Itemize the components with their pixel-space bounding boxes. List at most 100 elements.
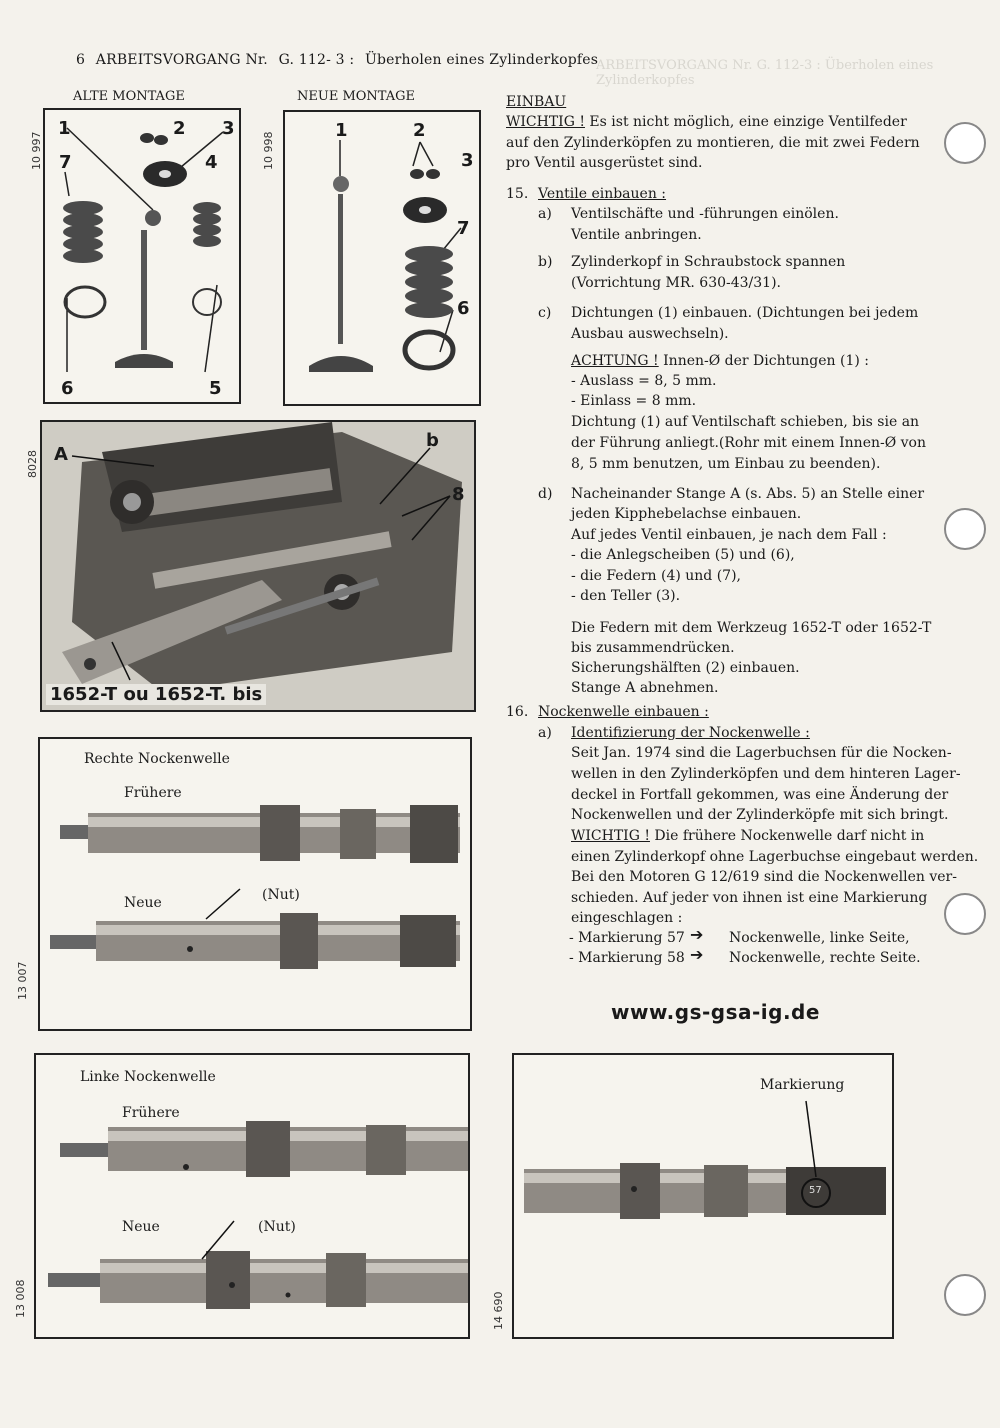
achtung-text: - Auslass = 8, 5 mm. bbox=[571, 373, 717, 389]
old-label: Frühere bbox=[122, 1105, 180, 1121]
camshaft-old bbox=[60, 1121, 468, 1177]
einbau-heading: EINBAU bbox=[506, 94, 567, 110]
figure-number: 13 008 bbox=[14, 1279, 27, 1319]
step-d-text: jeden Kipphebelachse einbauen. bbox=[571, 506, 802, 522]
punch-hole bbox=[944, 1274, 986, 1316]
step-d-text: - die Anlegscheiben (5) und (6), bbox=[571, 547, 795, 563]
step-d-text: Auf jedes Ventil einbauen, je nach dem F… bbox=[571, 527, 887, 543]
step-c-text: 8, 5 mm benutzen, um Einbau zu beenden). bbox=[571, 456, 881, 472]
camshaft-text: wellen in den Zylinderköpfen und dem hin… bbox=[571, 766, 961, 782]
step-b-text: (Vorrichtung MR. 630-43/31). bbox=[571, 275, 781, 291]
camshaft-text: Bei den Motoren G 12/619 sind die Nocken… bbox=[571, 869, 957, 885]
neue-montage-caption: NEUE MONTAGE bbox=[297, 89, 416, 104]
callout-2: 2 bbox=[173, 118, 186, 139]
marked-camshaft-illustration bbox=[524, 1100, 886, 1219]
wichtig-text: auf den Zylinderköpfen zu montieren, die… bbox=[506, 135, 920, 151]
groove-label: (Nut) bbox=[258, 1219, 296, 1235]
callout-7: 7 bbox=[59, 152, 72, 173]
step-16-title: Nockenwelle einbauen : bbox=[538, 704, 709, 720]
step-d-text: - die Federn (4) und (7), bbox=[571, 568, 742, 584]
marking-photo: Markierung 57 bbox=[512, 1053, 894, 1339]
right-camshaft-photo: Rechte Nockenwelle Frühere Neue (Nut) bbox=[38, 737, 472, 1031]
page-number: 6 bbox=[76, 52, 86, 68]
wichtig-note-line: WICHTIG ! Es ist nicht möglich, eine ein… bbox=[506, 112, 907, 133]
callout-a: A bbox=[54, 444, 68, 465]
achtung-line: ACHTUNG ! Innen-Ø der Dichtungen (1) : bbox=[571, 351, 869, 372]
figure-number: 10 998 bbox=[262, 131, 275, 171]
wichtig-text: Es ist nicht möglich, eine einzige Venti… bbox=[589, 114, 907, 130]
wichtig-line: WICHTIG ! Die frühere Nockenwelle darf n… bbox=[571, 826, 924, 847]
left-camshaft-title: Linke Nockenwelle bbox=[80, 1069, 216, 1085]
camshaft-text: schieden. Auf jeder von ihnen ist eine M… bbox=[571, 890, 928, 906]
camshaft-new bbox=[48, 1251, 468, 1309]
alte-montage-figure: 1 2 3 7 4 6 5 bbox=[43, 108, 241, 404]
cylinder-head-photo: A b 8 1652-T ou 1652-T. bis bbox=[40, 420, 476, 712]
new-label: Neue bbox=[122, 1219, 160, 1235]
operation-code: G. 112- 3 : bbox=[278, 52, 355, 68]
callout-b: b bbox=[426, 430, 439, 451]
step-d-label: d) bbox=[538, 486, 553, 502]
camshaft-old bbox=[60, 805, 460, 863]
step-d-text: Stange A abnehmen. bbox=[571, 680, 719, 696]
step-b-text: Zylinderkopf in Schraubstock spannen bbox=[571, 254, 846, 270]
camshaft-text: eingeschlagen : bbox=[571, 910, 683, 926]
wichtig-text: pro Ventil ausgerüstet sind. bbox=[506, 155, 703, 171]
step-c-text: Ausbau auswechseln). bbox=[571, 326, 729, 342]
step-d-text: - den Teller (3). bbox=[571, 588, 681, 604]
left-camshaft-illustration bbox=[48, 1121, 468, 1309]
step-c-text: Dichtungen (1) einbauen. (Dichtungen bei… bbox=[571, 305, 919, 321]
step-d-text: Nacheinander Stange A (s. Abs. 5) an Ste… bbox=[571, 486, 925, 502]
callout-3: 3 bbox=[222, 118, 235, 139]
punch-hole bbox=[944, 893, 986, 935]
achtung-text: Innen-Ø der Dichtungen (1) : bbox=[663, 353, 869, 369]
wichtig-label: WICHTIG ! bbox=[571, 828, 650, 844]
right-camshaft-illustration bbox=[50, 805, 460, 969]
bleed-through-text: ARBEITSVORGANG Nr. G. 112-3 : Überholen … bbox=[596, 58, 934, 88]
camshaft-text: einen Zylinderkopf ohne Lagerbuchse eing… bbox=[571, 849, 979, 865]
website-url: www.gs-gsa-ig.de bbox=[611, 1000, 820, 1024]
callout-6: 6 bbox=[61, 378, 74, 399]
step-a-label: a) bbox=[538, 206, 552, 222]
step-16a-title: Identifizierung der Nockenwelle : bbox=[571, 725, 810, 741]
marking-58-meaning: Nockenwelle, rechte Seite. bbox=[729, 950, 921, 966]
alte-montage-caption: ALTE MONTAGE bbox=[73, 89, 185, 104]
callout-5: 5 bbox=[209, 378, 222, 399]
step-15-number: 15. bbox=[506, 186, 529, 202]
marking-stamp: 57 bbox=[809, 1185, 822, 1196]
figure-number: 14 690 bbox=[492, 1291, 505, 1331]
callout-1: 1 bbox=[58, 118, 71, 139]
valve-spring-diagram-old bbox=[63, 127, 224, 373]
page-header: 6 ARBEITSVORGANG Nr. G. 112- 3 : Überhol… bbox=[76, 52, 604, 68]
step-d-text: Die Federn mit dem Werkzeug 1652-T oder … bbox=[571, 620, 932, 636]
figure-number: 13 007 bbox=[16, 961, 29, 1001]
step-c-text: Dichtung (1) auf Ventilschaft schieben, … bbox=[571, 414, 920, 430]
callout-4: 4 bbox=[205, 152, 218, 173]
neue-montage-figure: 1 2 3 7 6 bbox=[283, 110, 481, 406]
marking-57-text: - Markierung 57 bbox=[569, 930, 685, 946]
camshaft-text: deckel in Fortfall gekommen, was eine Än… bbox=[571, 787, 949, 803]
camshaft-text: Nockenwellen und der Zylinderköpfe mit s… bbox=[571, 807, 949, 823]
camshaft-text: Seit Jan. 1974 sind die Lagerbuchsen für… bbox=[571, 745, 952, 761]
callout-3: 3 bbox=[461, 150, 474, 171]
wichtig-label: WICHTIG ! bbox=[506, 114, 585, 130]
arrow-right-icon: ➔ bbox=[690, 945, 704, 964]
step-d-text: bis zusammendrücken. bbox=[571, 640, 735, 656]
new-label: Neue bbox=[124, 895, 162, 911]
page-title: Überholen eines Zylinderkopfes bbox=[364, 52, 599, 68]
step-b-label: b) bbox=[538, 254, 553, 270]
callout-2: 2 bbox=[413, 120, 426, 141]
step-15-title: Ventile einbauen : bbox=[538, 186, 667, 202]
arrow-right-icon: ➔ bbox=[690, 925, 704, 944]
callout-8: 8 bbox=[452, 484, 465, 505]
figure-number: 8028 bbox=[26, 450, 39, 478]
marking-label: Markierung bbox=[760, 1077, 845, 1093]
callout-6: 6 bbox=[457, 298, 470, 319]
tool-label: 1652-T ou 1652-T. bis bbox=[46, 684, 267, 705]
operation-label: ARBEITSVORGANG Nr. bbox=[95, 52, 268, 68]
figure-number: 10 997 bbox=[30, 131, 43, 171]
right-camshaft-title: Rechte Nockenwelle bbox=[84, 751, 230, 767]
achtung-text: - Einlass = 8 mm. bbox=[571, 393, 697, 409]
step-c-text: der Führung anliegt.(Rohr mit einem Inne… bbox=[571, 435, 927, 451]
marking-57-meaning: Nockenwelle, linke Seite, bbox=[729, 930, 910, 946]
step-16-number: 16. bbox=[506, 704, 529, 720]
